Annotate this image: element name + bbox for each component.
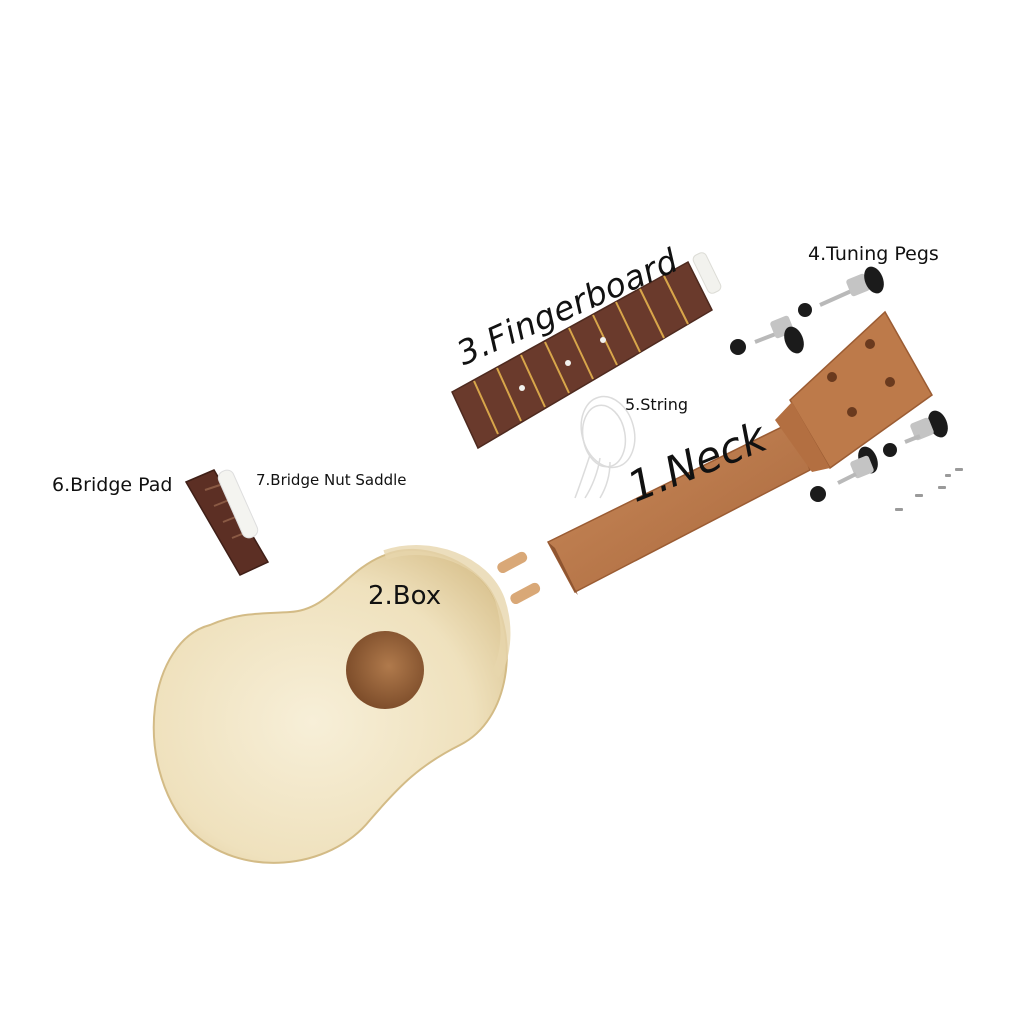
fret-marker (600, 337, 606, 343)
peg-hole (865, 339, 875, 349)
peg-hole (827, 372, 837, 382)
label-bridge-pad: 6.Bridge Pad (52, 474, 173, 496)
fret-marker (519, 385, 525, 391)
tuning-peg (798, 266, 884, 317)
dowel-pins (497, 551, 541, 605)
screws (895, 468, 963, 511)
tuning-peg (883, 410, 948, 457)
tuning-peg (730, 315, 804, 355)
fingerboard-part (451, 252, 722, 450)
neck-part (546, 310, 933, 595)
peg-hole (847, 407, 857, 417)
fret-marker (565, 360, 571, 366)
ukulele-body-box (152, 545, 511, 864)
bridge-saddle-part (217, 469, 259, 539)
sound-hole (346, 631, 424, 709)
label-bridge-nut-saddle: 7.Bridge Nut Saddle (256, 471, 407, 489)
nut-piece (692, 252, 722, 294)
tuning-peg (810, 446, 878, 502)
peg-hole (885, 377, 895, 387)
label-box: 2.Box (368, 581, 442, 611)
label-string: 5.String (625, 395, 689, 414)
strings-coil (574, 395, 636, 499)
label-tuning-pegs: 4.Tuning Pegs (808, 243, 939, 265)
